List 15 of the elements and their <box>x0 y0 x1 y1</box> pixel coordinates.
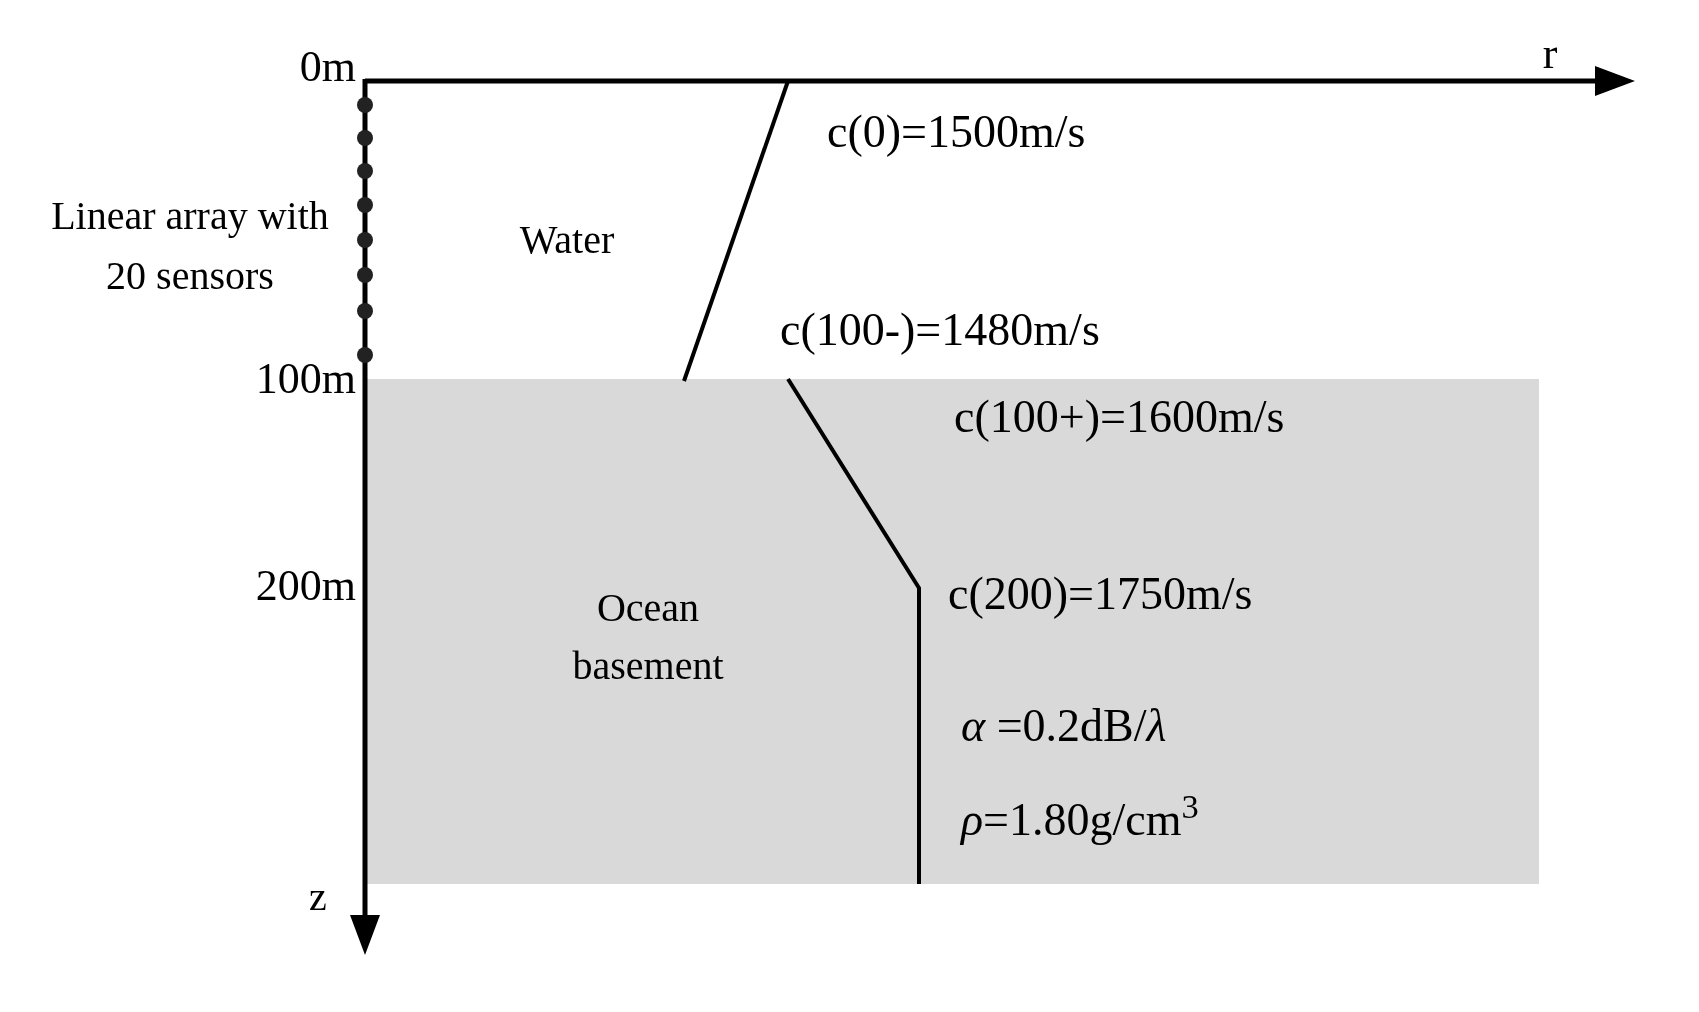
sound-speed-label: c(100-)=1480m/s <box>780 307 1100 353</box>
axis-label: r <box>1542 32 1558 76</box>
region-label: Ocean basement <box>571 584 725 690</box>
depth-label: 100m <box>255 357 356 401</box>
sound-speed-label: c(200)=1750m/s <box>948 571 1253 617</box>
density-label: ρ=1.80g/cm$^{3}$ <box>961 797 1199 843</box>
sound-speed-label: c(0)=1500m/s <box>827 109 1086 155</box>
attenuation-label: α =0.2dB/λ <box>961 703 1167 749</box>
depth-label: 200m <box>255 564 356 608</box>
region-label: Water <box>519 220 615 260</box>
sound-speed-label: c(100+)=1600m/s <box>954 394 1285 440</box>
array-label: Linear array with 20 sensors <box>50 192 330 300</box>
axis-label: z <box>309 877 327 917</box>
sediment-layer <box>365 379 1539 884</box>
depth-label: 0m <box>299 45 356 89</box>
